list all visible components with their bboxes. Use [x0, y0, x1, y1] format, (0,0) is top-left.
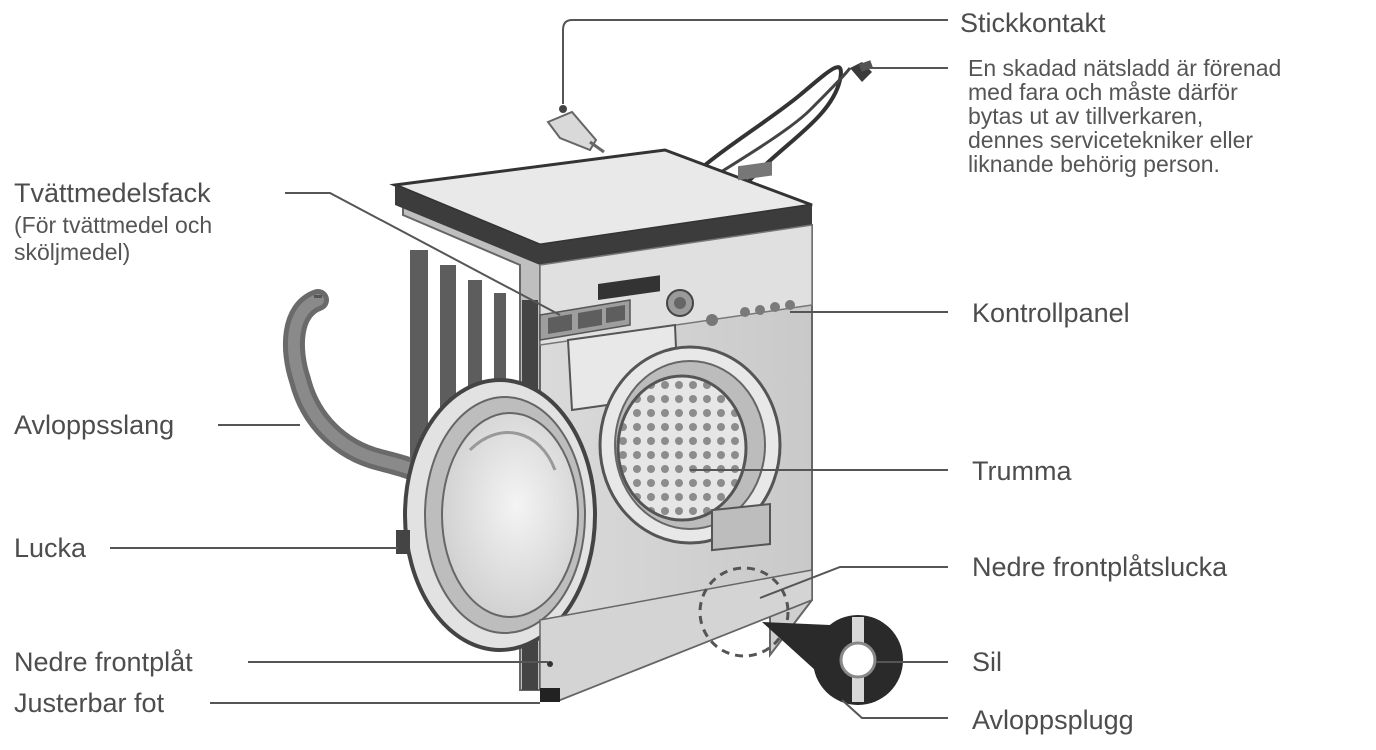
label-avloppsslang: Avloppsslang	[14, 410, 175, 440]
open-door	[396, 378, 597, 652]
label-lucka: Lucka	[14, 533, 87, 563]
leader-lines	[110, 19, 948, 719]
stickkontakt-plug	[546, 105, 605, 154]
warning-line: bytas ut av tillverkaren,	[968, 103, 1204, 129]
lower-front-plate	[539, 569, 813, 701]
drum-opening	[598, 345, 782, 545]
display-window	[738, 161, 772, 181]
label-tvattmedelsfack-sub-1: (För tvättmedel och	[14, 212, 213, 238]
filter-magnifier	[762, 615, 903, 705]
warning-line: dennes servicetekniker eller	[968, 127, 1254, 153]
warning-line: En skadad nätsladd är förenad	[968, 55, 1282, 81]
label-sil: Sil	[972, 647, 1003, 677]
label-kontrollpanel: Kontrollpanel	[972, 298, 1130, 328]
detergent-drawer	[539, 275, 680, 412]
warning-line: med fara och måste därför	[968, 79, 1238, 105]
label-justerbar-fot: Justerbar fot	[14, 688, 165, 718]
label-nedre-frontplatslucka: Nedre frontplåtslucka	[972, 552, 1228, 582]
control-buttons	[740, 300, 795, 317]
adjustable-foot	[540, 661, 560, 702]
label-tvattmedelsfack: Tvättmedelsfack	[14, 178, 211, 208]
label-avloppsplugg: Avloppsplugg	[972, 705, 1134, 735]
warning-line: liknande behörig person.	[968, 151, 1220, 177]
label-tvattmedelsfack-sub-2: sköljmedel)	[14, 239, 131, 265]
label-trumma: Trumma	[972, 456, 1072, 486]
label-nedre-frontplat: Nedre frontplåt	[14, 647, 193, 677]
warning-text: En skadad nätsladd är förenad med fara o…	[968, 56, 1281, 176]
label-stickkontakt: Stickkontakt	[960, 8, 1106, 38]
lower-cover	[698, 502, 790, 658]
